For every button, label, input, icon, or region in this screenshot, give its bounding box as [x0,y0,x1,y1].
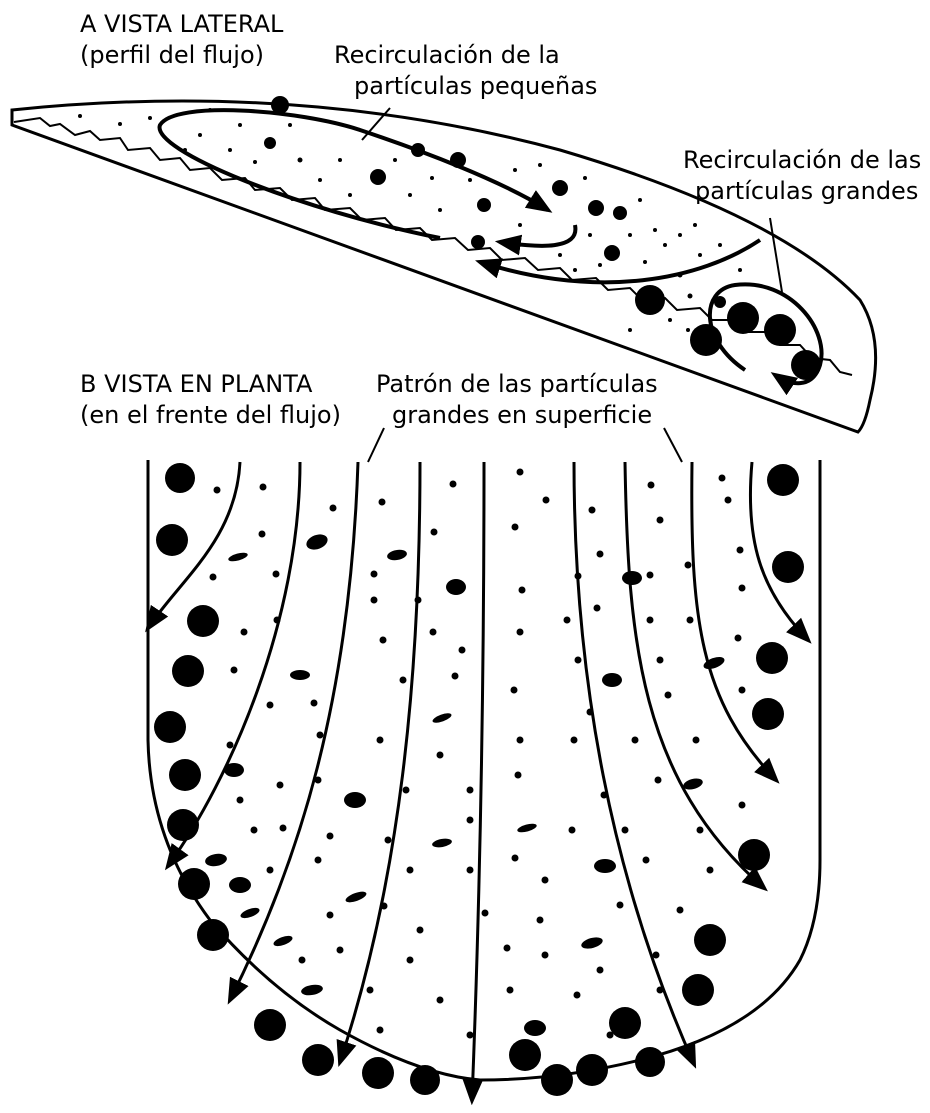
side-view-large-particles [264,96,821,380]
pattern-label-2: grandes en superficie [392,401,652,429]
leader-line-pattern-left [368,428,384,462]
section-a-title: A VISTA LATERAL [80,10,284,38]
section-b-title: B VISTA EN PLANTA [80,370,313,398]
leader-line-pattern-right [664,428,682,462]
leader-line-large [770,218,782,292]
small-recirculation-label-1: Recirculación de la [334,41,560,69]
flow-arrows [148,462,808,1100]
section-b-subtitle: (en el frente del flujo) [80,401,341,429]
plan-view [148,428,820,1100]
plan-large-particles [154,463,804,1096]
small-particle-recirculation-arrow [160,110,548,238]
section-a-subtitle: (perfil del flujo) [80,41,264,69]
pattern-label-1: Patrón de las partículas [376,370,658,398]
large-recirculation-label-1: Recirculación de las [683,146,921,174]
inner-return-arrow [500,225,575,246]
small-recirculation-label-2: partículas pequeñas [354,72,597,100]
large-recirculation-label-2: partículas grandes [695,177,918,205]
